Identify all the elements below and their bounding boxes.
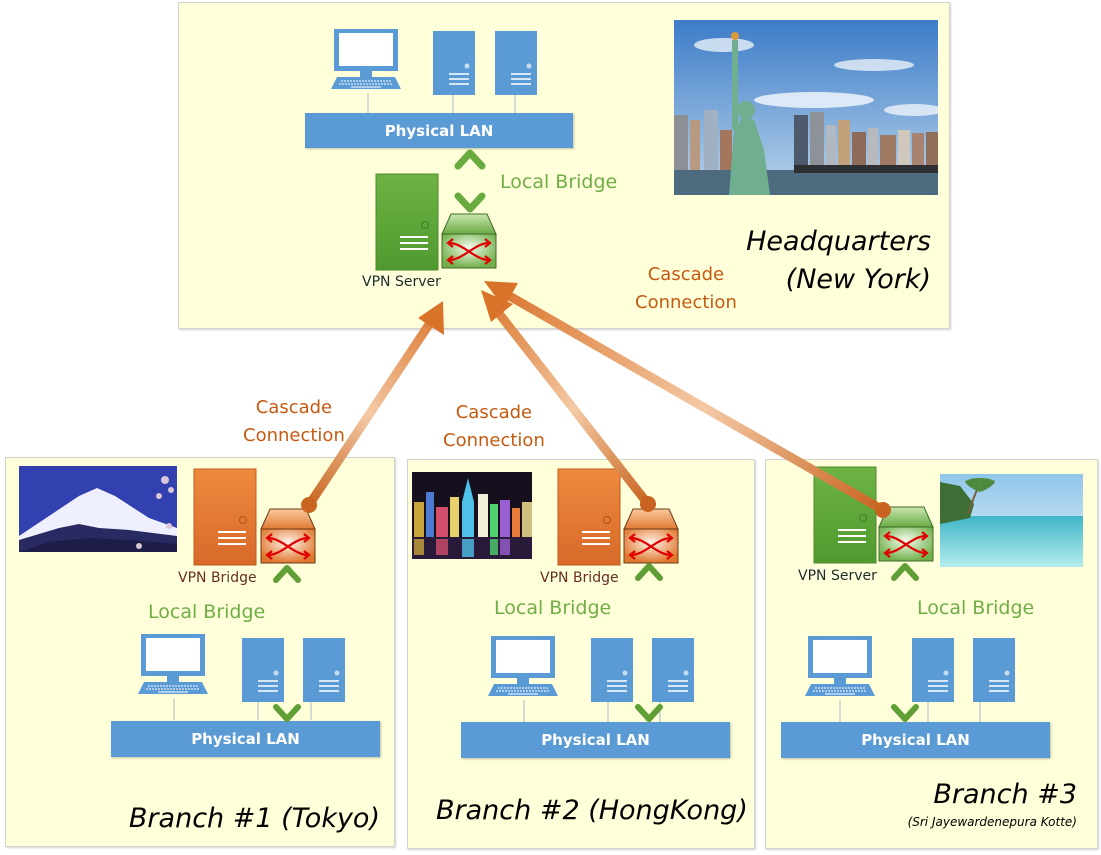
cascade-connection-label: Cascade Connection	[443, 399, 545, 455]
site-title: Branch #2 (HongKong)	[436, 795, 748, 826]
vpn-server-label: VPN Server	[798, 568, 877, 584]
virtual-hub-icon	[878, 506, 934, 562]
mount-fuji-photo	[19, 466, 177, 552]
server-icon	[591, 638, 633, 702]
tropical-beach-photo	[940, 474, 1083, 567]
server-icon	[652, 638, 694, 702]
server-icon	[433, 31, 475, 95]
cascade-label-line2: Connection	[243, 425, 345, 446]
local-bridge-label: Local Bridge	[148, 601, 266, 623]
vpn-bridge-icon	[193, 468, 257, 566]
virtual-hub-icon	[441, 213, 497, 269]
cascade-label-line1: Cascade	[647, 264, 725, 285]
vpn-server-icon	[375, 173, 439, 271]
cascade-label-line2: Connection	[635, 292, 737, 313]
physical-lan-bar: Physical LAN	[305, 113, 573, 148]
physical-lan-bar: Physical LAN	[781, 722, 1050, 758]
server-icon	[912, 638, 954, 702]
site-location: (New York)	[785, 264, 931, 295]
lan-drop-lines	[839, 700, 981, 722]
lan-drop-lines	[523, 700, 661, 722]
server-icon	[303, 638, 345, 702]
local-bridge-label: Local Bridge	[500, 171, 618, 193]
site-title: Branch #1 (Tokyo)	[128, 803, 380, 834]
cascade-connection-label: Cascade Connection	[243, 394, 345, 450]
vpn-bridge-label: VPN Bridge	[178, 570, 257, 586]
site-headquarters: Physical LAN VPN Server Local Bridge Cas…	[178, 2, 950, 329]
cascade-connection-label: Cascade Connection	[635, 261, 737, 317]
vpn-server-label: VPN Server	[362, 274, 441, 290]
site-name: Headquarters	[746, 226, 931, 257]
lan-drop-lines	[173, 698, 312, 720]
cascade-label-line1: Cascade	[455, 402, 533, 423]
workstation-icon	[488, 636, 558, 696]
workstation-icon	[805, 636, 875, 696]
physical-lan-bar: Physical LAN	[461, 722, 730, 758]
workstation-icon	[331, 29, 401, 89]
site-location: (Sri Jayewardenepura Kotte)	[907, 815, 1077, 829]
site-branch-2: VPN Bridge Local Bridge Physical LAN Bra…	[407, 459, 755, 849]
server-icon	[495, 31, 537, 95]
cascade-label-line2: Connection	[443, 430, 545, 451]
server-icon	[242, 638, 284, 702]
site-title: Branch #3	[933, 779, 1077, 810]
new-york-photo	[674, 20, 938, 195]
site-branch-1: VPN Bridge Local Bridge Physical LAN Bra…	[5, 457, 395, 847]
site-title: Headquarters (New York)	[746, 223, 931, 299]
physical-lan-bar: Physical LAN	[111, 721, 380, 757]
cascade-label-line1: Cascade	[255, 397, 333, 418]
local-bridge-label: Local Bridge	[494, 597, 612, 619]
virtual-hub-icon	[260, 508, 316, 564]
workstation-icon	[138, 634, 208, 694]
site-branch-3: VPN Server Local Bridge Physical LAN Bra…	[765, 459, 1098, 849]
virtual-hub-icon	[623, 508, 679, 564]
lan-drop-lines	[367, 93, 516, 113]
server-icon	[973, 638, 1015, 702]
vpn-bridge-label: VPN Bridge	[540, 570, 619, 586]
local-bridge-label: Local Bridge	[917, 597, 1035, 619]
